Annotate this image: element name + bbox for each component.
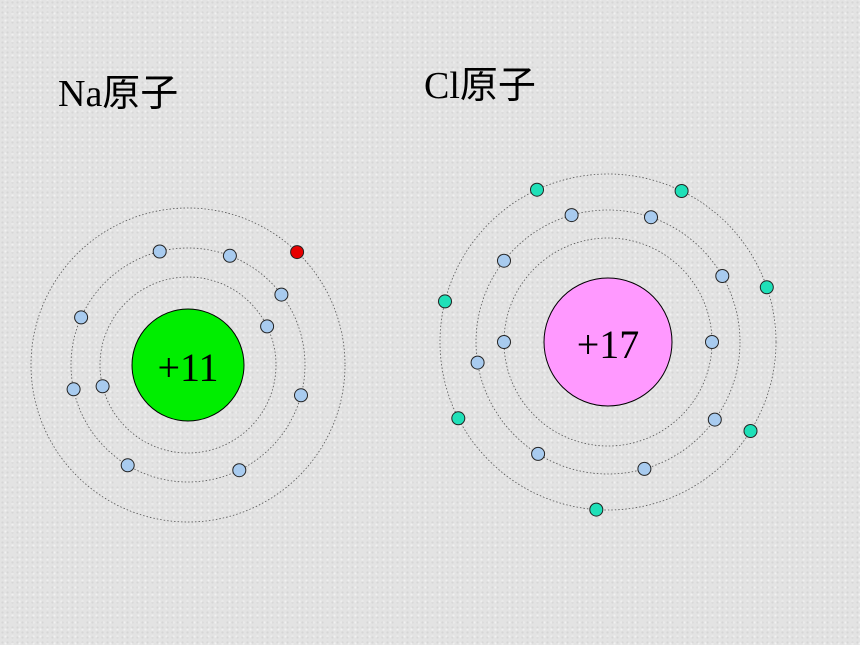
na-atom-title: Na原子 bbox=[58, 73, 179, 115]
na-electron-shell2 bbox=[120, 458, 135, 473]
cl-electron-shell3 bbox=[530, 182, 544, 197]
cl-nucleus-charge: +17 bbox=[577, 322, 640, 367]
na-electron-shell2 bbox=[232, 463, 247, 478]
na-nucleus bbox=[131, 308, 245, 422]
cl-atom-title: Cl原子 bbox=[424, 65, 536, 107]
cl-atom: +17 bbox=[438, 173, 777, 517]
na-orbits bbox=[30, 207, 346, 523]
na-electron-shell2 bbox=[294, 388, 308, 403]
cl-electron-shell3 bbox=[589, 502, 604, 517]
cl-electron-shell2 bbox=[707, 412, 722, 427]
cl-electron-shell2 bbox=[715, 269, 730, 283]
na-nucleus-charge: +11 bbox=[157, 345, 218, 390]
cl-electron-shell1 bbox=[497, 335, 511, 349]
na-electron-shell2 bbox=[66, 382, 81, 397]
cl-orbit-2 bbox=[475, 209, 741, 475]
cl-electron-shell2 bbox=[644, 210, 658, 225]
na-electron-shell2 bbox=[274, 287, 289, 302]
cl-electron-shell3 bbox=[743, 424, 758, 438]
cl-electron-shell2 bbox=[637, 461, 652, 476]
cl-orbit-3 bbox=[439, 173, 777, 511]
cl-electron-shell2 bbox=[564, 208, 579, 223]
cl-electron-shell3 bbox=[451, 411, 466, 426]
cl-electron-shell3 bbox=[674, 184, 689, 198]
na-electron-shell2 bbox=[222, 248, 237, 263]
na-electrons bbox=[66, 244, 308, 478]
cl-electron-shell2 bbox=[470, 355, 485, 370]
cl-nucleus bbox=[543, 277, 673, 407]
na-orbit-1 bbox=[99, 276, 277, 454]
na-electron-shell2 bbox=[152, 244, 167, 259]
cl-electron-shell2 bbox=[531, 446, 546, 461]
cl-electron-shell1 bbox=[705, 335, 719, 349]
na-electron-shell3 bbox=[290, 245, 305, 260]
na-orbit-3 bbox=[30, 207, 346, 523]
na-orbit-2 bbox=[70, 247, 306, 483]
na-electron-shell2 bbox=[74, 310, 89, 325]
cl-electron-shell2 bbox=[497, 253, 511, 268]
cl-electron-shell3 bbox=[759, 280, 774, 295]
na-electron-shell1 bbox=[260, 319, 275, 334]
cl-electrons bbox=[438, 182, 774, 517]
cl-electron-shell3 bbox=[438, 294, 452, 309]
na-electron-shell1 bbox=[95, 379, 110, 394]
na-atom: +11 bbox=[30, 207, 346, 523]
